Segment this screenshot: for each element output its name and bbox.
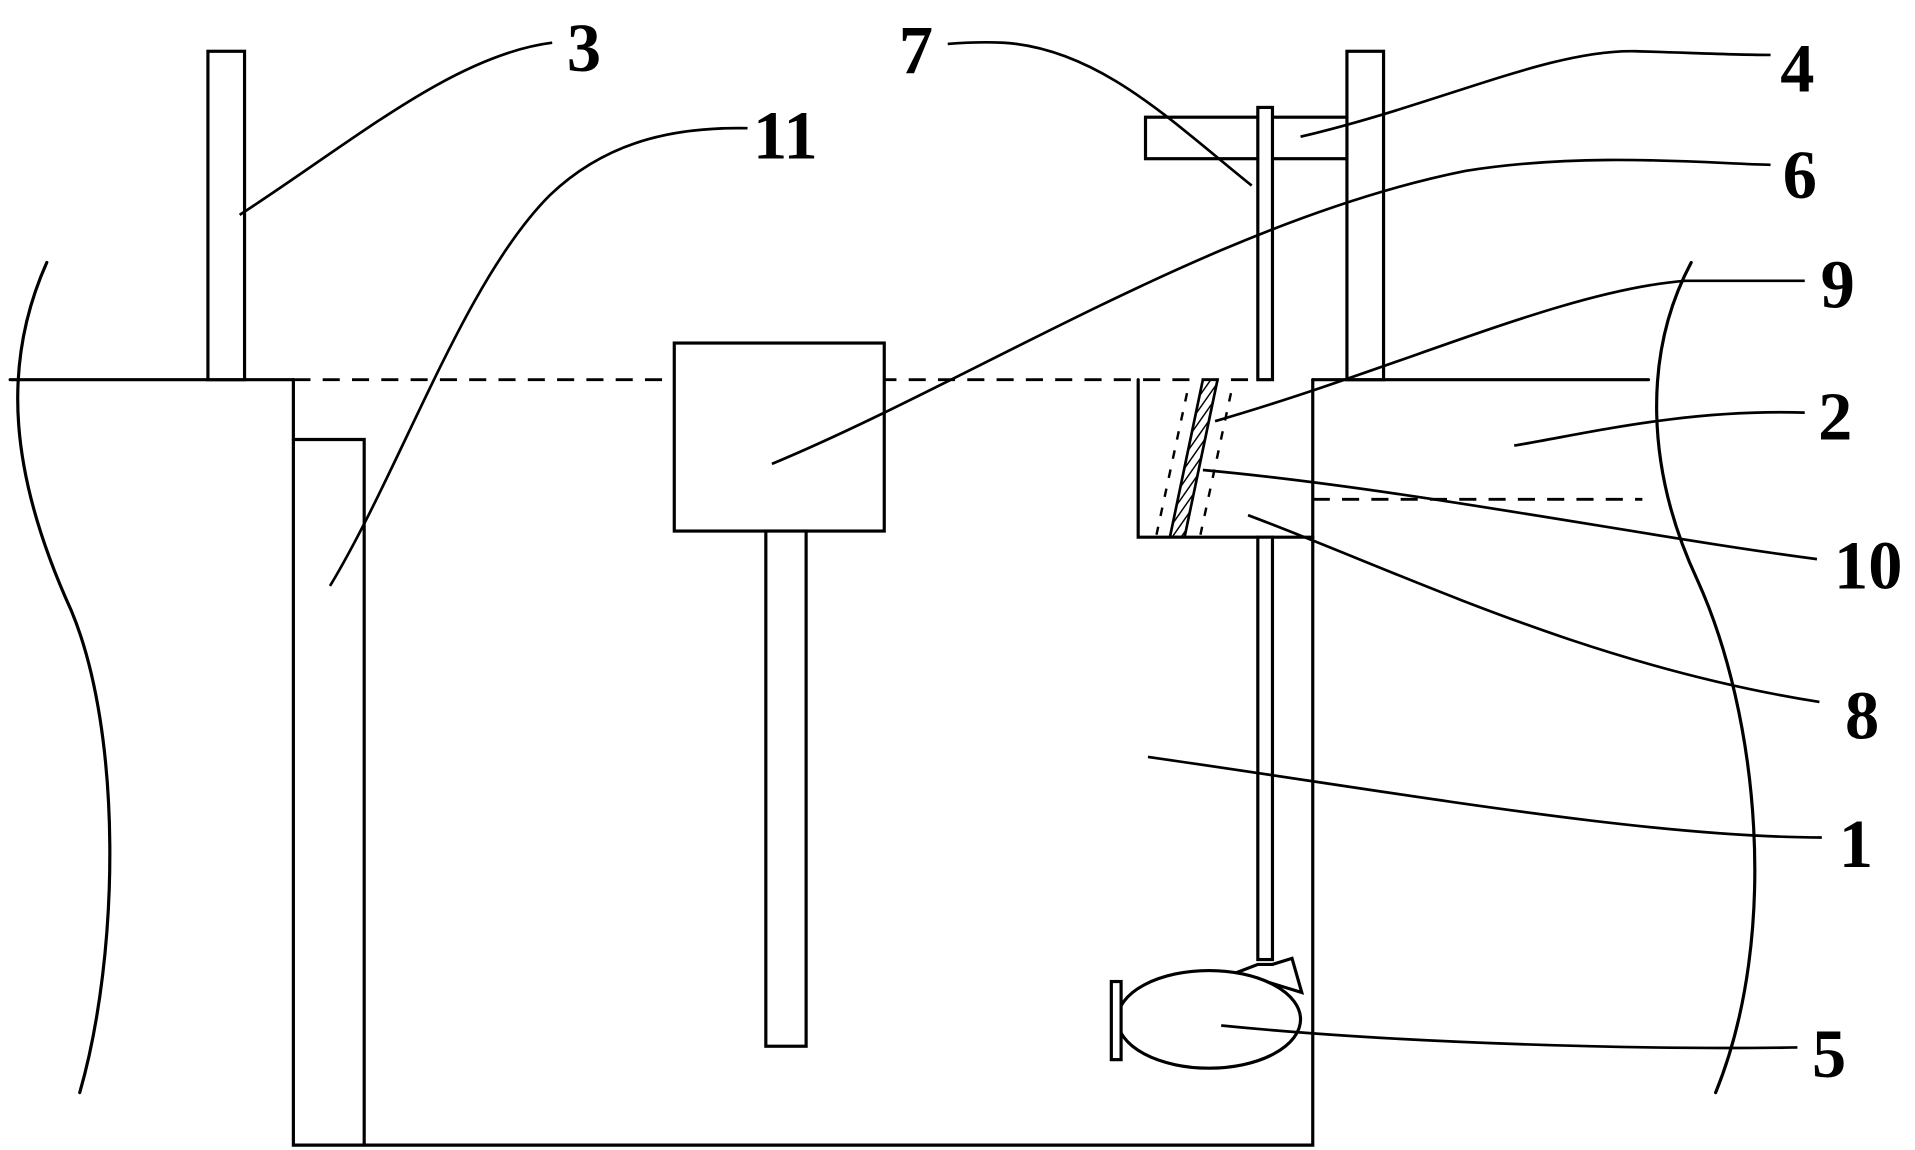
- leader-line-3: [238, 41, 553, 216]
- callout-label-2: 2: [1818, 378, 1852, 454]
- leader-line-7: [947, 40, 1253, 187]
- callout-label-5: 5: [1812, 1016, 1846, 1092]
- callout-label-1: 1: [1839, 806, 1873, 882]
- callout-label-3: 3: [567, 10, 601, 86]
- callout-label-6: 6: [1783, 137, 1817, 213]
- vertical-rod-lower: [1256, 535, 1275, 962]
- leader-line-5: [1221, 1024, 1798, 1050]
- tank-body: [291, 378, 1315, 1147]
- callout-label-10: 10: [1834, 527, 1902, 603]
- support-bar: [1143, 115, 1349, 161]
- leader-line-9: [1214, 279, 1805, 423]
- float-box-stem: [764, 529, 808, 1048]
- leader-line-4: [1300, 49, 1771, 139]
- float-box: [672, 341, 886, 533]
- callout-label-8: 8: [1845, 678, 1879, 754]
- filter-strip: [1168, 378, 1220, 539]
- pump-body: [1115, 968, 1303, 1070]
- callout-label-11: 11: [753, 98, 818, 174]
- leader-line-11: [328, 126, 748, 587]
- left-bank-curve: [16, 260, 112, 1095]
- right-bank-curve: [1655, 260, 1757, 1095]
- leader-line-1: [1147, 755, 1822, 839]
- pump-plate: [1109, 979, 1123, 1062]
- left-post: [206, 49, 247, 382]
- right-post: [1345, 49, 1386, 382]
- leader-line-8: [1247, 513, 1820, 704]
- callout-label-4: 4: [1780, 31, 1814, 107]
- callout-label-7: 7: [899, 12, 933, 88]
- inner-partition: [291, 437, 366, 1147]
- leader-line-6: [771, 158, 1771, 466]
- leader-line-2: [1513, 410, 1805, 447]
- inlet-box: [1136, 378, 1260, 539]
- callout-label-9: 9: [1821, 247, 1855, 323]
- vertical-rod-upper: [1256, 105, 1275, 382]
- filter-flow-left: [1155, 392, 1189, 535]
- leader-line-10: [1202, 468, 1818, 561]
